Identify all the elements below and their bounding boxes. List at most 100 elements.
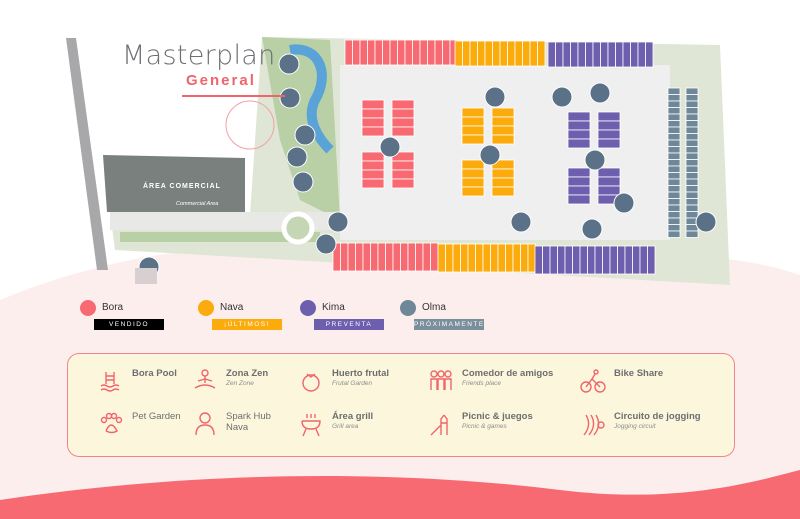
lot[interactable] [437, 243, 446, 273]
lot[interactable] [361, 160, 385, 171]
lot[interactable] [491, 107, 515, 118]
lot[interactable] [667, 133, 681, 141]
amenity-pin-icon[interactable] [589, 82, 611, 104]
lot[interactable] [529, 40, 538, 67]
amenity-pin-icon[interactable] [613, 192, 635, 214]
lot[interactable] [637, 41, 646, 68]
lot[interactable] [685, 211, 699, 219]
lot[interactable] [374, 39, 383, 66]
lot[interactable] [597, 111, 621, 122]
lot[interactable] [477, 40, 486, 67]
amenity-pin-icon[interactable] [584, 149, 606, 171]
lot[interactable] [505, 243, 514, 273]
lot[interactable] [564, 245, 573, 275]
lot[interactable] [597, 167, 621, 178]
lot[interactable] [667, 120, 681, 128]
lot[interactable] [352, 39, 361, 66]
lot[interactable] [567, 194, 591, 205]
lot[interactable] [359, 39, 368, 66]
lot[interactable] [547, 41, 556, 68]
lot[interactable] [667, 224, 681, 232]
lot[interactable] [377, 242, 386, 272]
lot[interactable] [491, 125, 515, 136]
lot[interactable] [572, 245, 581, 275]
amenity-pin-icon[interactable] [279, 87, 301, 109]
lot[interactable] [667, 152, 681, 160]
lot[interactable] [391, 126, 415, 137]
lot[interactable] [361, 126, 385, 137]
lot[interactable] [622, 41, 631, 68]
lot[interactable] [361, 169, 385, 180]
lot[interactable] [460, 243, 469, 273]
amenity-pin-icon[interactable] [479, 144, 501, 166]
lot[interactable] [461, 168, 485, 179]
lot[interactable] [407, 242, 416, 272]
lot[interactable] [514, 40, 523, 67]
lot[interactable] [391, 117, 415, 128]
lot[interactable] [391, 99, 415, 110]
lot[interactable] [685, 185, 699, 193]
lot[interactable] [667, 172, 681, 180]
lot[interactable] [355, 242, 364, 272]
lot[interactable] [361, 108, 385, 119]
lot[interactable] [607, 41, 616, 68]
lot[interactable] [555, 41, 564, 68]
lot[interactable] [615, 41, 624, 68]
lot[interactable] [594, 245, 603, 275]
lot[interactable] [667, 126, 681, 134]
lot[interactable] [685, 204, 699, 212]
lot[interactable] [685, 152, 699, 160]
lot[interactable] [667, 159, 681, 167]
lot[interactable] [382, 39, 391, 66]
lot[interactable] [419, 39, 428, 66]
lot[interactable] [667, 113, 681, 121]
lot[interactable] [624, 245, 633, 275]
lot[interactable] [567, 167, 591, 178]
lot[interactable] [340, 242, 349, 272]
lot[interactable] [361, 117, 385, 128]
lot[interactable] [469, 40, 478, 67]
amenity-pin-icon[interactable] [315, 233, 337, 255]
lot[interactable] [361, 99, 385, 110]
lot[interactable] [392, 242, 401, 272]
lot[interactable] [454, 40, 463, 67]
lot[interactable] [452, 243, 461, 273]
lot[interactable] [370, 242, 379, 272]
lot[interactable] [667, 191, 681, 199]
lot[interactable] [462, 40, 471, 67]
lot[interactable] [361, 151, 385, 162]
amenity-pin-icon[interactable] [551, 86, 573, 108]
lot[interactable] [667, 178, 681, 186]
lot[interactable] [639, 245, 648, 275]
lot[interactable] [461, 134, 485, 145]
lot[interactable] [389, 39, 398, 66]
amenity-pin-icon[interactable] [292, 171, 314, 193]
lot[interactable] [609, 245, 618, 275]
amenity-pin-icon[interactable] [695, 211, 717, 233]
lot[interactable] [685, 159, 699, 167]
lot[interactable] [461, 116, 485, 127]
lot[interactable] [577, 41, 586, 68]
lot[interactable] [512, 243, 521, 273]
lot[interactable] [645, 41, 654, 68]
lot[interactable] [482, 243, 491, 273]
lot[interactable] [461, 159, 485, 170]
lot[interactable] [685, 178, 699, 186]
lot[interactable] [685, 100, 699, 108]
lot[interactable] [427, 39, 436, 66]
lot[interactable] [632, 245, 641, 275]
lot[interactable] [567, 111, 591, 122]
lot[interactable] [667, 139, 681, 147]
lot[interactable] [567, 138, 591, 149]
lot[interactable] [570, 41, 579, 68]
lot[interactable] [667, 107, 681, 115]
lot[interactable] [461, 125, 485, 136]
lot[interactable] [537, 40, 546, 67]
lot[interactable] [667, 146, 681, 154]
lot[interactable] [434, 39, 443, 66]
lot[interactable] [685, 126, 699, 134]
lot[interactable] [412, 39, 421, 66]
lot[interactable] [507, 40, 516, 67]
lot[interactable] [567, 120, 591, 131]
lot[interactable] [667, 94, 681, 102]
